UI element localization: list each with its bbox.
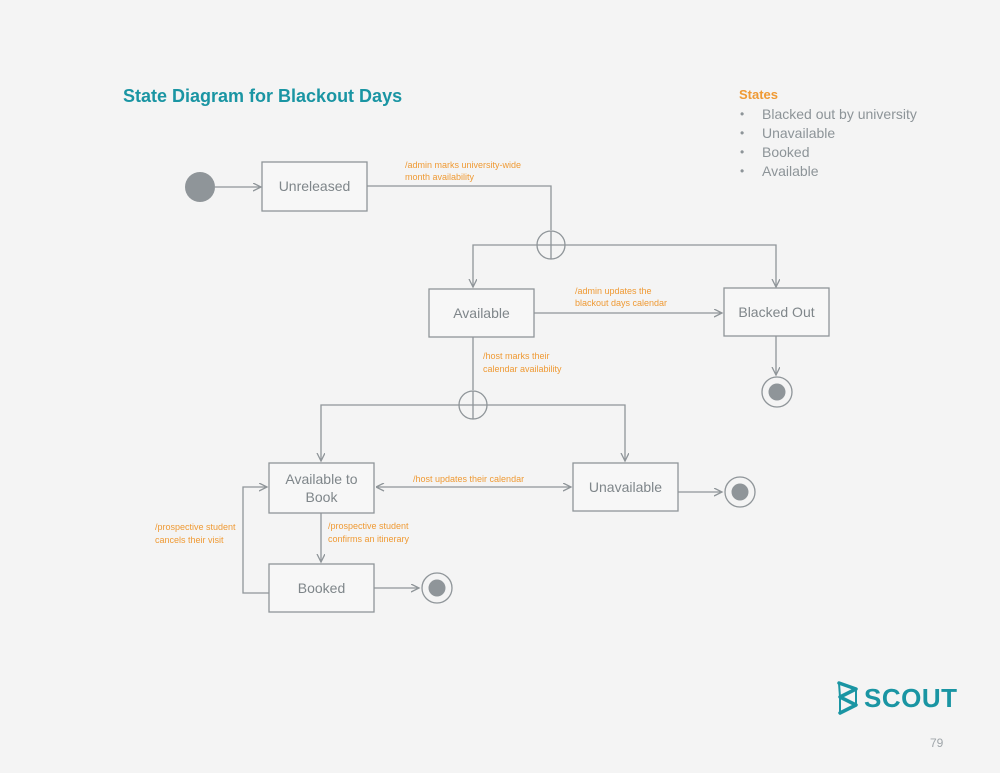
state-available-to-book: Available to Book [268,462,375,514]
fork1-branch-blacked-out [565,244,776,287]
legend-item: Booked [739,143,917,162]
page-title: State Diagram for Blackout Days [123,86,403,106]
states-legend: States Blacked out by university Unavail… [739,87,917,181]
transition-host-marks-line1: /host marks their [483,351,550,361]
scout-logo: SCOUT [836,680,958,716]
state-blacked-out-label: Blacked Out [738,304,814,320]
legend-item: Unavailable [739,124,917,143]
final-state-node [724,476,756,508]
initial-state-node [185,172,215,202]
fork-node-1 [536,230,566,260]
transition-admin-updates-line2: blackout days calendar [575,298,667,308]
transition-admin-updates-line1: /admin updates the [575,286,652,296]
transition-confirms-line1: /prospective student [328,521,409,531]
page-number: 79 [930,736,944,750]
state-available-to-book-label-line1: Available to [285,471,357,487]
state-booked: Booked [268,563,375,613]
legend-item: Available [739,162,917,181]
transition-admin-marks-line1: /admin marks university-wide [405,160,521,170]
fork2-branch-unavailable [487,404,625,461]
legend-list: Blacked out by university Unavailable Bo… [739,105,917,181]
transition-host-marks-line2: calendar availability [483,364,562,374]
transition-cancels-line1: /prospective student [155,522,236,532]
unreleased-to-fork-line [367,185,552,230]
transition-confirms-line2: confirms an itinerary [328,534,410,544]
state-available-to-book-label-line2: Book [306,489,339,505]
transition-admin-marks-line2: month availability [405,172,475,182]
fork-node-2 [458,390,488,420]
final-state-node [761,376,793,408]
state-available-label: Available [453,305,510,321]
transition-cancels-line2: cancels their visit [155,535,224,545]
fork1-branch-available [473,244,537,287]
state-blacked-out: Blacked Out [723,287,830,337]
legend-title: States [739,87,779,102]
state-unreleased-label: Unreleased [279,178,351,194]
fork2-branch-available-to-book [321,404,459,461]
transition-host-updates: /host updates their calendar [413,474,524,484]
final-state-node [421,572,453,604]
state-unavailable: Unavailable [572,462,679,512]
legend-item: Blacked out by university [739,105,917,124]
state-booked-label: Booked [298,580,345,596]
brand-name: SCOUT [864,682,958,713]
state-available: Available [428,288,535,338]
state-unavailable-label: Unavailable [589,479,662,495]
scout-logo-icon [837,681,858,715]
state-unreleased: Unreleased [261,161,368,212]
booked-to-available-to-book-arrow [242,487,269,594]
